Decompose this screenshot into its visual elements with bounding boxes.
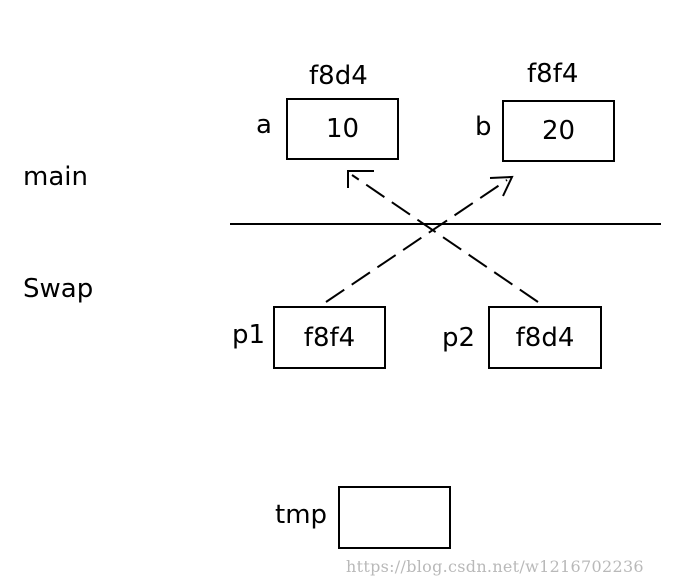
var-box-b: 20 (502, 100, 615, 162)
arrow-p2-to-a (351, 174, 539, 303)
var-value-p1: f8f4 (303, 322, 356, 353)
arrow-p1-to-b (325, 179, 508, 303)
address-label-b: f8f4 (527, 59, 579, 89)
var-name-a: a (256, 110, 272, 140)
region-label-main: main (23, 162, 88, 192)
var-name-p1: p1 (232, 320, 266, 350)
watermark-text: https://blog.csdn.net/w1216702236 (346, 557, 644, 576)
var-box-p1: f8f4 (273, 306, 386, 369)
var-name-tmp: tmp (275, 500, 328, 530)
arrow-head-b (489, 175, 514, 197)
var-value-b: 20 (541, 116, 576, 146)
var-box-tmp (338, 486, 451, 549)
address-label-a: f8d4 (309, 61, 368, 91)
var-value-p2: f8d4 (515, 322, 575, 353)
var-box-a: 10 (286, 98, 399, 160)
var-name-p2: p2 (442, 323, 476, 353)
arrow-head-a (347, 170, 374, 188)
var-value-a: 10 (325, 114, 360, 144)
var-name-b: b (475, 112, 492, 142)
var-box-p2: f8d4 (488, 306, 602, 369)
region-label-swap: Swap (23, 274, 94, 304)
